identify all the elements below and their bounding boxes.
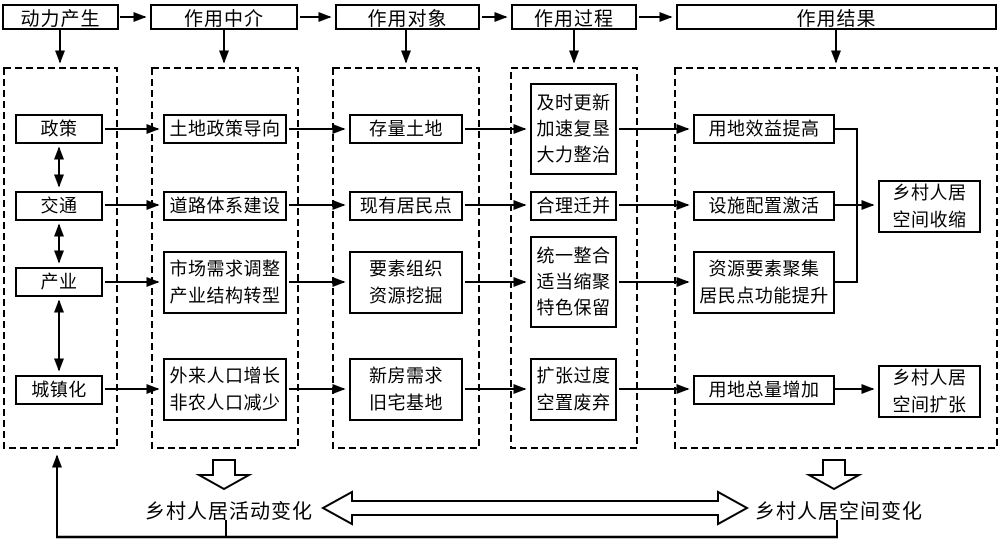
node-rural-space-shrink: 乡村人居 空间收缩 — [878, 180, 981, 233]
row-arrows — [105, 124, 690, 394]
node-resource-aggregation: 资源要素聚集 居民点功能提升 — [693, 251, 835, 314]
node-overexpansion-vacancy: 扩张过度 空置废弃 — [530, 358, 617, 421]
node-market-demand-industry-shift: 市场需求调整 产业结构转型 — [163, 251, 287, 314]
node-road-system-construction: 道路体系建设 — [163, 191, 287, 221]
node-facility-activation: 设施配置激活 — [693, 191, 835, 221]
node-policy: 政策 — [15, 114, 103, 144]
node-land-policy-guidance: 土地政策导向 — [163, 114, 287, 144]
node-housing-demand: 新房需求 旧宅基地 — [349, 358, 463, 421]
node-rural-space-expand: 乡村人居 空间扩张 — [878, 365, 981, 418]
header-arrows — [55, 12, 841, 64]
node-reasonable-relocation: 合理迁并 — [530, 191, 617, 221]
down-arrow-icon — [195, 459, 253, 491]
double-arrow-icon — [320, 490, 750, 526]
label-rural-space-change: 乡村人居空间变化 — [755, 501, 923, 523]
header-acting-process: 作用过程 — [511, 4, 637, 30]
header-driving-force: 动力产生 — [2, 4, 119, 30]
node-industry: 产业 — [15, 267, 103, 297]
node-stock-land: 存量土地 — [349, 114, 463, 144]
header-acting-result: 作用结果 — [676, 4, 997, 30]
header-acting-medium: 作用中介 — [150, 4, 298, 30]
node-timely-renewal: 及时更新 加速复垦 大力整治 — [530, 83, 617, 175]
down-arrow-icon — [805, 459, 863, 491]
node-land-total-increase: 用地总量增加 — [693, 375, 835, 405]
node-traffic: 交通 — [15, 191, 103, 221]
node-urbanization: 城镇化 — [15, 375, 103, 405]
label-rural-activity-change: 乡村人居活动变化 — [145, 501, 313, 523]
result-collector — [835, 128, 875, 394]
header-acting-object: 作用对象 — [335, 4, 480, 30]
node-element-organization: 要素组织 资源挖掘 — [349, 251, 463, 314]
node-unified-integration: 统一整合 适当缩聚 特色保留 — [530, 236, 617, 328]
node-existing-settlements: 现有居民点 — [349, 191, 463, 221]
feedback-loop — [52, 454, 838, 539]
node-land-benefit-increase: 用地效益提高 — [693, 114, 835, 144]
node-population-change: 外来人口增长 非农人口减少 — [163, 358, 287, 421]
dashed-containers — [3, 67, 998, 449]
